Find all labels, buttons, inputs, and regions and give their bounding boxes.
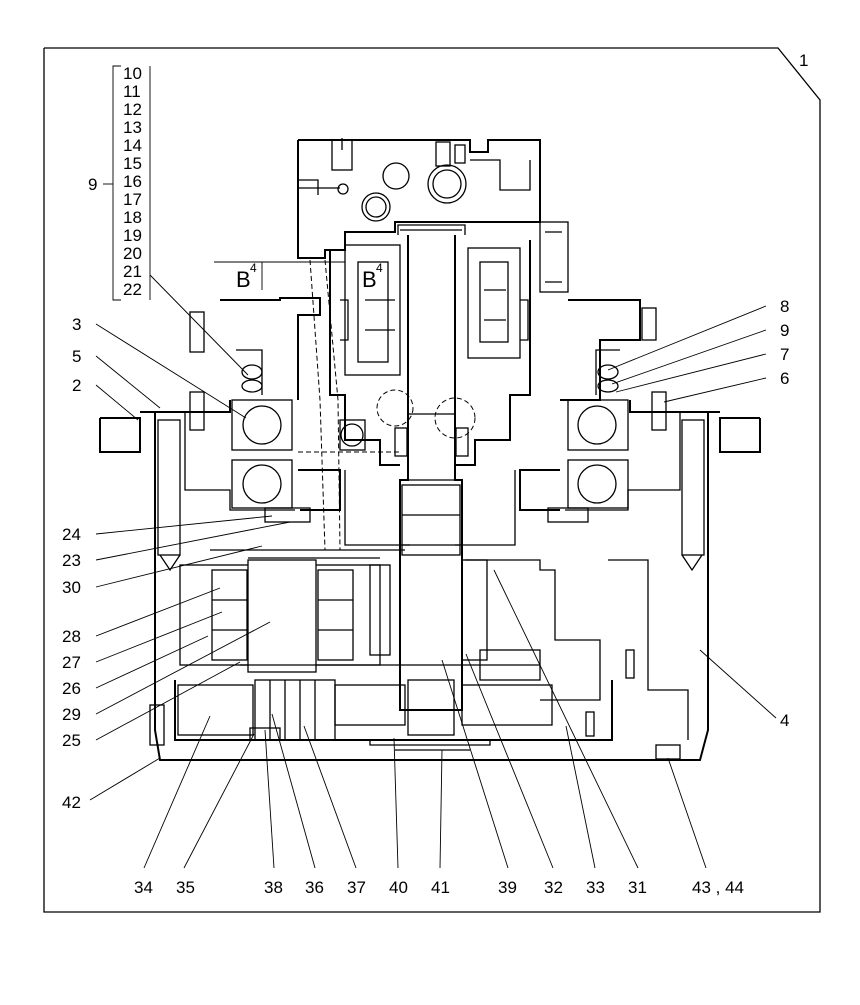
group-item-21: 21 xyxy=(123,262,142,281)
callout-40: 40 xyxy=(389,878,408,897)
callout-23: 23 xyxy=(62,551,81,570)
leader-lines xyxy=(89,274,777,869)
callout-29: 29 xyxy=(62,705,81,724)
callout-3: 3 xyxy=(72,315,81,334)
callout-8: 8 xyxy=(780,297,789,316)
group-item-19: 19 xyxy=(123,226,142,245)
section-mark-right: B xyxy=(362,267,377,292)
callout-24: 24 xyxy=(62,525,81,544)
section-mark-left: B xyxy=(236,267,251,292)
group-item-15: 15 xyxy=(123,154,142,173)
callout-38: 38 xyxy=(264,878,283,897)
callout-4: 4 xyxy=(780,711,789,730)
callout-32: 32 xyxy=(544,878,563,897)
group-bracket-9: 9 10 11 12 13 14 15 16 17 18 19 20 21 22 xyxy=(88,64,151,301)
callout-36: 36 xyxy=(305,878,324,897)
group-item-16: 16 xyxy=(123,172,142,191)
group-item-10: 10 xyxy=(123,64,142,83)
callout-28: 28 xyxy=(62,627,81,646)
callout-35: 35 xyxy=(176,878,195,897)
callout-34: 34 xyxy=(134,878,153,897)
gearbox-cross-section xyxy=(99,138,761,761)
callout-26: 26 xyxy=(62,679,81,698)
callout-43-44: 43 , 44 xyxy=(692,878,744,897)
section-markers: B 4 B 4 xyxy=(214,261,383,292)
group-item-18: 18 xyxy=(123,208,142,227)
frame-callout-leader xyxy=(789,62,801,76)
callout-7: 7 xyxy=(780,345,789,364)
section-arrow-left: 4 xyxy=(250,261,257,275)
callout-27: 27 xyxy=(62,653,81,672)
callout-37: 37 xyxy=(347,878,366,897)
group-item-12: 12 xyxy=(123,100,142,119)
callout-42: 42 xyxy=(62,793,81,812)
callout-31: 31 xyxy=(628,878,647,897)
callout-5: 5 xyxy=(72,347,81,366)
callout-41: 41 xyxy=(431,878,450,897)
callout-6: 6 xyxy=(780,369,789,388)
callout-labels: 2 3 4 5 6 7 8 9 23 24 25 26 27 28 29 30 … xyxy=(62,297,789,897)
group-parent-label: 9 xyxy=(88,175,97,194)
callout-30: 30 xyxy=(62,578,81,597)
group-item-13: 13 xyxy=(123,118,142,137)
callout-2: 2 xyxy=(72,376,81,395)
callout-33: 33 xyxy=(586,878,605,897)
callout-25: 25 xyxy=(62,731,81,750)
group-item-14: 14 xyxy=(123,136,142,155)
group-item-20: 20 xyxy=(123,244,142,263)
drawing-frame xyxy=(43,47,821,913)
callout-39: 39 xyxy=(498,878,517,897)
section-arrow-right: 4 xyxy=(376,261,383,275)
group-item-11: 11 xyxy=(123,82,141,101)
callout-1: 1 xyxy=(799,51,808,70)
callout-9: 9 xyxy=(780,321,789,340)
group-item-22: 22 xyxy=(123,280,142,299)
group-item-17: 17 xyxy=(123,190,142,209)
